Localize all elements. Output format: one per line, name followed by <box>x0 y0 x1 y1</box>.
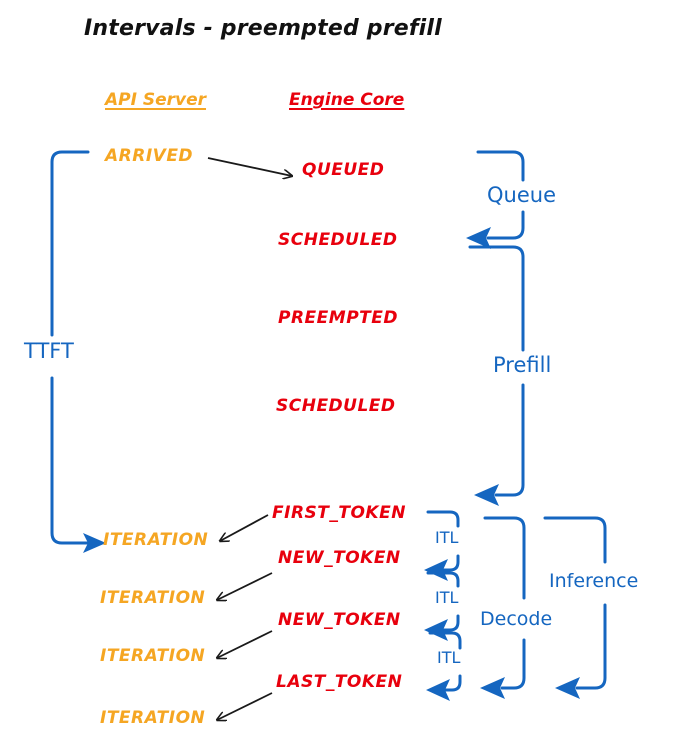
interval-bracket-itl-2 <box>424 571 460 641</box>
itl-3-arrowhead <box>426 679 450 701</box>
column-header-engine-core: Engine Core <box>289 90 405 110</box>
interval-label-inference: Inference <box>549 570 639 592</box>
itl-1-arrowhead <box>424 559 448 581</box>
interval-bracket-prefill <box>468 245 525 506</box>
event-new-token-1: NEW_TOKEN <box>278 548 401 568</box>
interval-bracket-ttft <box>50 150 106 553</box>
decode-arrowhead <box>480 677 505 699</box>
event-first-token: FIRST_TOKEN <box>272 503 406 523</box>
event-iteration-1: ITERATION <box>103 530 209 550</box>
interval-bracket-inference <box>543 516 607 699</box>
interval-label-itl-3: ITL <box>437 648 461 667</box>
inference-arrowhead <box>555 677 580 699</box>
arrow-first-token-to-iteration <box>220 514 269 541</box>
event-preempted: PREEMPTED <box>278 308 398 328</box>
interval-label-queue: Queue <box>487 183 556 207</box>
arrow-new-token-to-iteration-1 <box>217 572 273 600</box>
ttft-arrowhead <box>83 533 106 553</box>
queue-arrowhead <box>466 227 491 249</box>
page-title: Intervals - preempted prefill <box>84 16 442 41</box>
itl-2-arrowhead <box>424 619 448 641</box>
interval-bracket-decode <box>480 516 526 699</box>
column-header-api-server: API Server <box>105 90 207 110</box>
event-iteration-3: ITERATION <box>100 646 206 666</box>
interval-bracket-itl-1 <box>424 510 460 581</box>
event-scheduled-1: SCHEDULED <box>278 230 398 250</box>
event-iteration-4: ITERATION <box>100 708 206 728</box>
arrow-new-token-to-iteration-2 <box>217 630 273 658</box>
event-new-token-2: NEW_TOKEN <box>278 610 401 630</box>
interval-label-decode: Decode <box>480 608 553 630</box>
event-arrived: ARRIVED <box>105 146 194 166</box>
event-iteration-2: ITERATION <box>100 588 206 608</box>
event-scheduled-2: SCHEDULED <box>276 396 396 416</box>
prefill-arrowhead <box>474 484 499 506</box>
interval-label-itl-1: ITL <box>435 528 459 547</box>
interval-label-prefill: Prefill <box>493 353 552 377</box>
interval-label-ttft: TTFT <box>24 339 74 363</box>
arrow-arrived-to-queued <box>207 157 292 176</box>
interval-bracket-itl-3 <box>426 631 462 701</box>
arrow-last-token-to-iteration <box>217 692 273 720</box>
interval-label-itl-2: ITL <box>435 588 459 607</box>
event-last-token: LAST_TOKEN <box>276 672 403 692</box>
interval-bracket-queue <box>466 150 525 249</box>
event-queued: QUEUED <box>302 160 385 180</box>
